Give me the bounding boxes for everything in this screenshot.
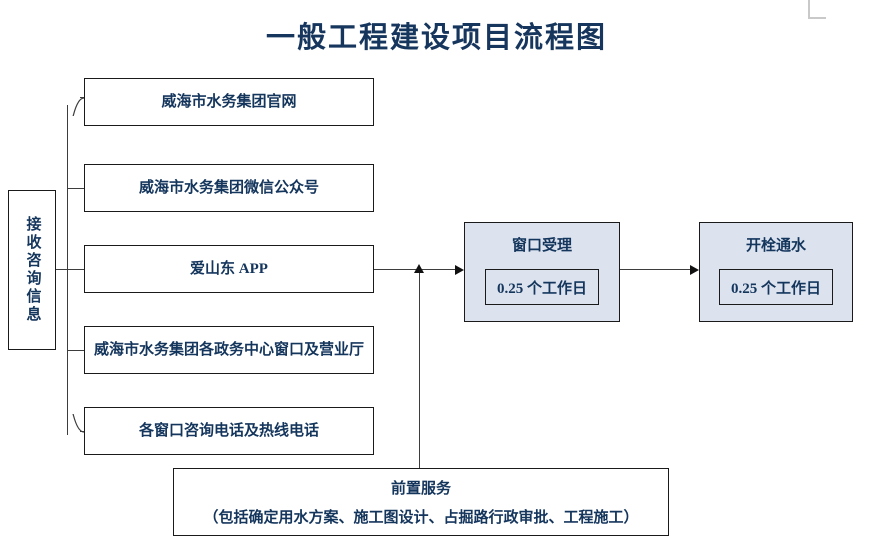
connector-bracket-trunk — [67, 105, 68, 435]
node-process-window-acceptance-heading: 窗口受理 — [511, 238, 572, 254]
connector-preservice-riser — [419, 270, 420, 470]
node-process-water-on-duration-box: 0.25 个工作日 — [719, 269, 833, 305]
node-pre-service-heading: 前置服务 — [390, 481, 451, 497]
node-pre-service-detail: （包括确定用水方案、施工图设计、占掘路行政审批、工程施工） — [203, 510, 639, 526]
connector-branch-3 — [67, 269, 86, 270]
node-channel-wechat[interactable]: 威海市水务集团微信公众号 — [84, 164, 374, 212]
node-receive-inquiry-label: 接收咨询信息 — [24, 216, 41, 324]
node-channel-website[interactable]: 威海市水务集团官网 — [84, 78, 374, 126]
arrowhead-to-process-1 — [455, 265, 464, 275]
node-channel-hotline[interactable]: 各窗口咨询电话及热线电话 — [84, 407, 374, 455]
node-process-window-acceptance-duration: 0.25 个工作日 — [496, 280, 587, 297]
node-process-window-acceptance[interactable]: 窗口受理 0.25 个工作日 — [464, 222, 620, 322]
node-channel-hotline-label: 各窗口咨询电话及热线电话 — [138, 422, 319, 439]
node-receive-inquiry[interactable]: 接收咨询信息 — [8, 190, 56, 350]
node-channel-service-hall-label: 威海市水务集团各政务中心窗口及营业厅 — [93, 341, 364, 358]
node-pre-service[interactable]: 前置服务 （包括确定用水方案、施工图设计、占掘路行政审批、工程施工） — [173, 468, 669, 536]
connector-branch-2 — [67, 188, 86, 189]
node-process-water-on-heading: 开栓通水 — [745, 238, 806, 254]
node-process-window-acceptance-duration-box: 0.25 个工作日 — [485, 269, 599, 305]
connector-branch-4 — [67, 350, 86, 351]
page-title: 一般工程建设项目流程图 — [265, 22, 607, 54]
arrowhead-preservice-up — [414, 264, 424, 273]
connector-process-1-to-2 — [620, 269, 692, 270]
arrowhead-to-process-2 — [690, 265, 699, 275]
node-process-water-on[interactable]: 开栓通水 0.25 个工作日 — [699, 222, 853, 322]
node-channel-app-label: 爱山东 APP — [190, 260, 268, 277]
page-corner-crop-mark — [808, 0, 826, 19]
node-channel-app[interactable]: 爱山东 APP — [84, 245, 374, 293]
node-channel-service-hall[interactable]: 威海市水务集团各政务中心窗口及营业厅 — [84, 326, 374, 374]
node-process-water-on-duration: 0.25 个工作日 — [730, 280, 821, 297]
node-channel-wechat-label: 威海市水务集团微信公众号 — [138, 179, 319, 196]
node-channel-website-label: 威海市水务集团官网 — [161, 93, 297, 110]
